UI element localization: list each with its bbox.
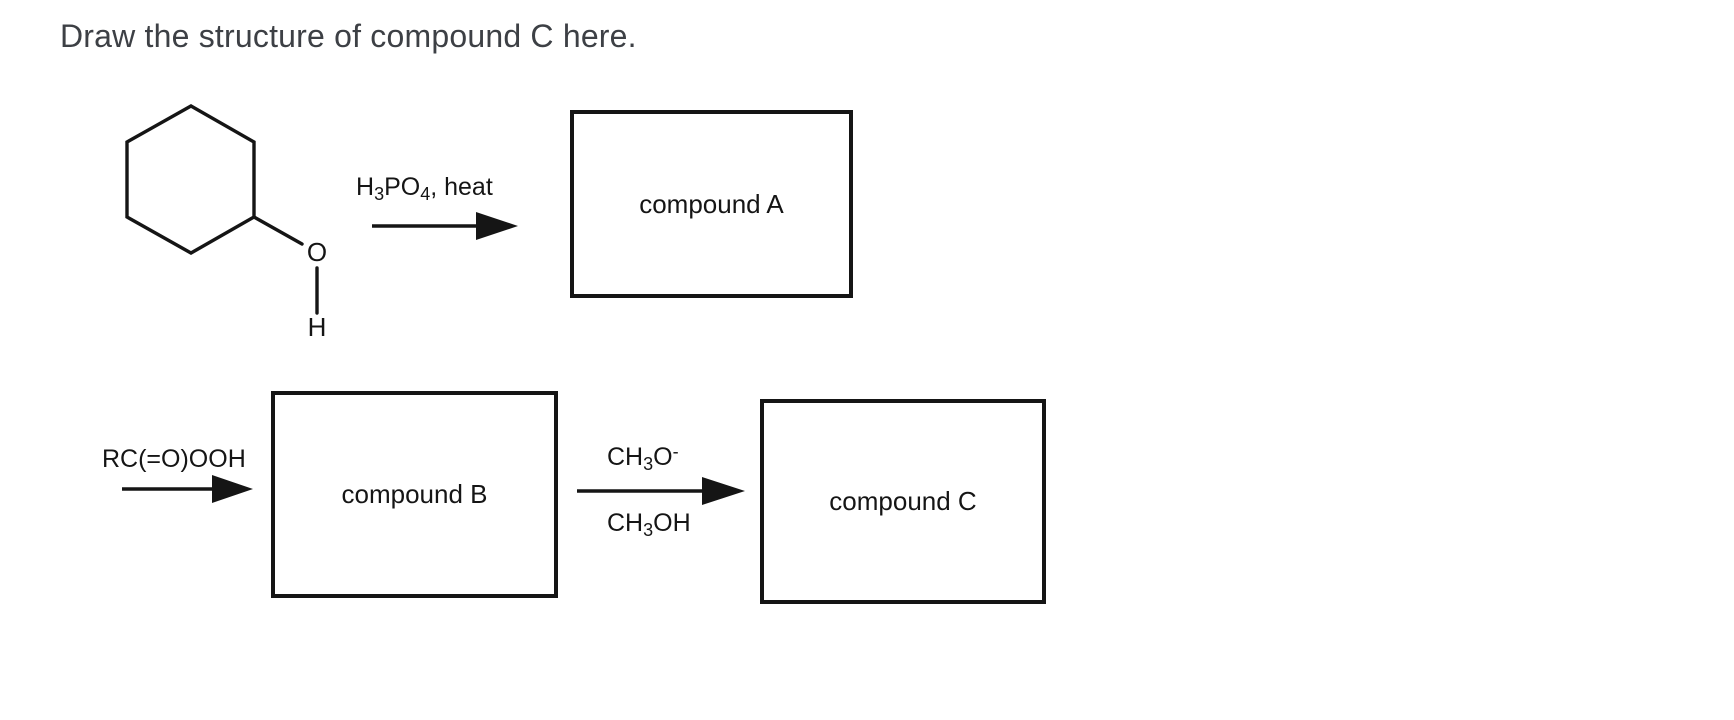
arrow-head [702,477,745,505]
carbon-oxygen-bond [252,215,304,246]
reagent-label-methanol: CH3OH [607,509,691,540]
reagent-text: H [356,173,375,201]
reaction-arrow-step2 [122,475,253,503]
reagent-superscript-charge: - [672,441,679,462]
reagent-text: CH [607,443,644,471]
compound-b-box: compound B [271,391,558,598]
arrow-head [476,212,518,240]
hydrogen-atom-label: H [308,312,327,342]
reagent-subscript: 4 [420,184,431,205]
compound-c-label: compound C [829,486,977,516]
reaction-arrow-step3 [577,477,745,505]
reagent-text: O [653,443,673,471]
reaction-arrow-step1 [372,212,518,240]
reagent-text: , heat [430,173,493,201]
reagent-subscript: 3 [643,520,654,541]
oxygen-atom-label: O [307,237,327,267]
reagent-label-methoxide: CH3O- [607,442,679,473]
compound-a-label: compound A [639,188,784,219]
reagent-subscript: 3 [374,184,385,205]
cyclohexanol-structure: O H [125,104,327,342]
reagent-subscript: 3 [643,454,654,475]
question-title: Draw the structure of compound C here. [60,18,637,54]
compound-c-box: compound C [760,399,1046,604]
arrow-head [212,475,253,503]
reagent-text: PO [384,173,421,201]
reagent-text: CH [607,509,644,537]
reagent-text: OH [653,509,691,537]
compound-b-label: compound B [341,479,488,509]
compound-a-box: compound A [570,110,853,298]
reagent-label-h3po4-heat: H3PO4, heat [356,173,493,204]
reagent-label-peracid: RC(=O)OOH [102,445,246,473]
cyclohexane-ring [125,104,256,255]
